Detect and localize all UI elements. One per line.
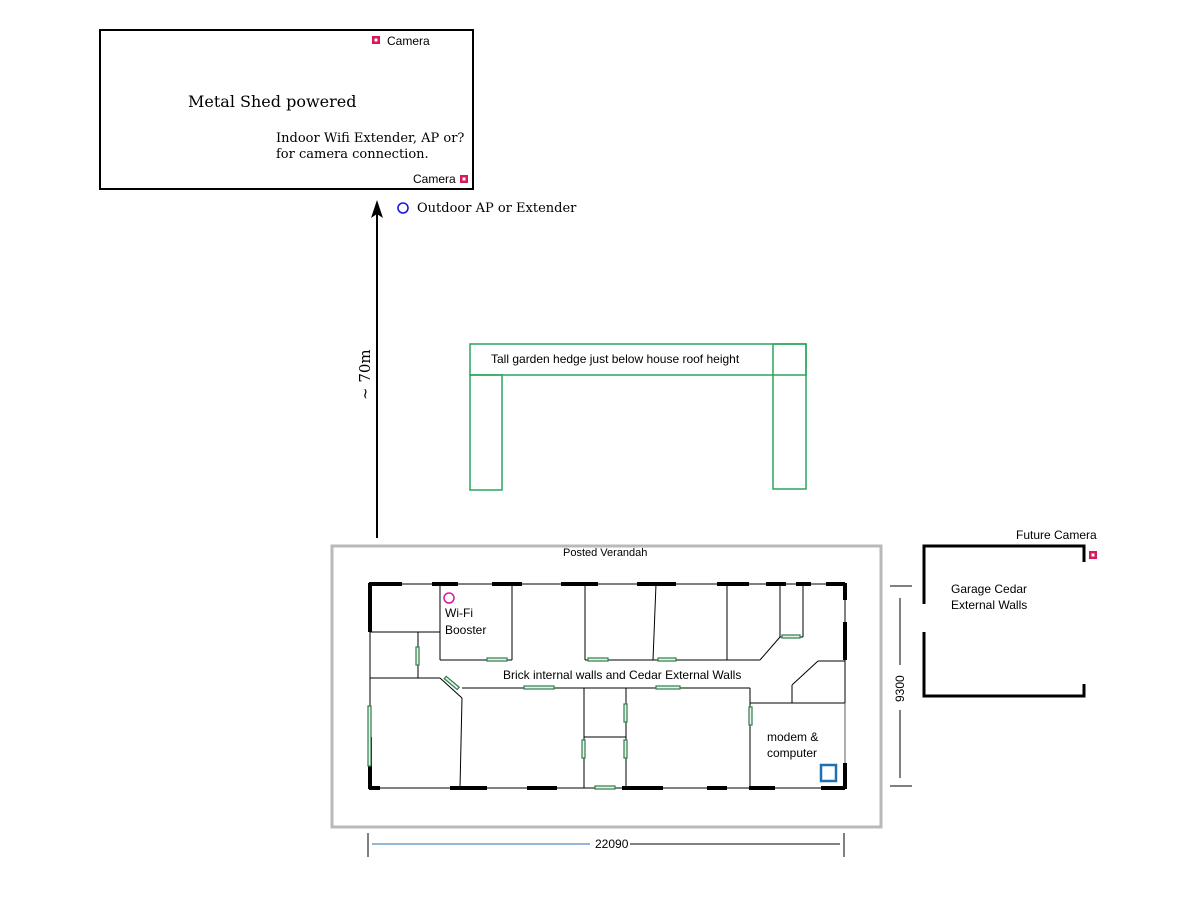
width-dimension-label: 22090 bbox=[595, 837, 629, 851]
verandah-outline bbox=[330, 544, 883, 829]
modem-label-line1: modem & bbox=[767, 730, 818, 744]
shed-outline bbox=[99, 29, 474, 190]
shed-note-line1: Indoor Wifi Extender, AP or? bbox=[276, 131, 464, 146]
modem-icon bbox=[819, 763, 838, 783]
outdoor-ap-label: Outdoor AP or Extender bbox=[417, 201, 577, 216]
wifi-booster-label-line2: Booster bbox=[445, 623, 486, 637]
shed-title: Metal Shed powered bbox=[188, 92, 356, 111]
verandah-label: Posted Verandah bbox=[563, 547, 647, 559]
outdoor-ap-icon bbox=[397, 202, 409, 214]
metal-shed: Metal Shed powered Indoor Wifi Extender,… bbox=[99, 29, 474, 190]
wifi-booster-icon bbox=[443, 592, 455, 604]
distance-label: ~ 70m bbox=[356, 349, 374, 400]
depth-dimension: 9300 bbox=[890, 585, 912, 787]
camera-label-top: Camera bbox=[387, 34, 430, 48]
camera-icon bbox=[460, 175, 468, 183]
walls-label: Brick internal walls and Cedar External … bbox=[503, 668, 741, 682]
modem-label-line2: computer bbox=[767, 746, 817, 760]
house-plan: Wi-Fi Booster Brick internal walls and C… bbox=[367, 582, 847, 790]
width-dimension: 22090 bbox=[367, 833, 845, 857]
garage: Garage Cedar External Walls Future Camer… bbox=[922, 528, 1097, 698]
future-camera-label: Future Camera bbox=[1016, 528, 1097, 542]
arrowhead-icon bbox=[371, 200, 383, 218]
camera-label-bottom: Camera bbox=[413, 172, 456, 186]
garden-hedge bbox=[469, 343, 807, 491]
distance-arrow: ~ 70m bbox=[356, 200, 383, 538]
camera-icon bbox=[372, 36, 380, 44]
shed-note-line2: for camera connection. bbox=[276, 147, 429, 162]
garage-label-line1: Garage Cedar bbox=[951, 582, 1027, 596]
depth-dimension-label: 9300 bbox=[893, 675, 907, 702]
outdoor-ap: Outdoor AP or Extender bbox=[397, 201, 577, 216]
garage-label-line2: External Walls bbox=[951, 598, 1027, 612]
camera-icon bbox=[1089, 551, 1097, 559]
hedge-label: Tall garden hedge just below house roof … bbox=[491, 352, 740, 366]
wifi-booster-label-line1: Wi-Fi bbox=[445, 606, 473, 620]
